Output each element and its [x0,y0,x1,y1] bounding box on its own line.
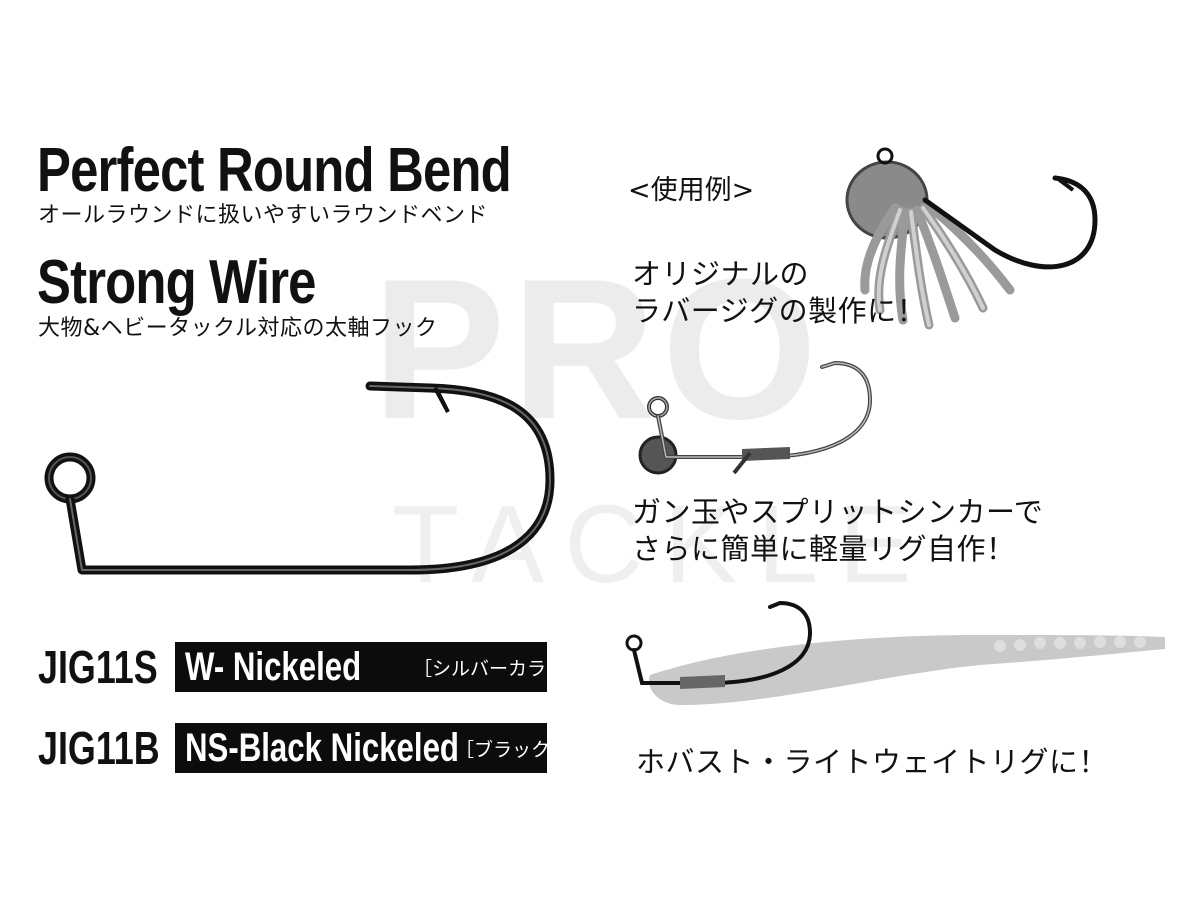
watermark-subtext: TACKLE [392,483,932,606]
rubber-jig-icon [845,147,1098,330]
feature-subtitle-strong-wire: 大物&ヘビータックル対応の太軸フック [38,316,438,341]
model-code-jig11s: JIG11S [38,641,158,693]
feature-title-round-bend: Perfect Round Bend [37,136,512,205]
jig-hook-icon [44,381,555,575]
finish-color-label: ［シルバーカラー］ [413,657,585,680]
caption-line: ホバスト・ライトウェイトリグに！ [636,745,1109,779]
usage-label: <使用例> [628,175,755,206]
usage-caption-split-shot: ガン玉やスプリットシンカーで さらに簡単に軽量リグ自作！ [632,494,1043,568]
caption-line: オリジナルの [632,257,810,291]
finish-color-label: ［ブラック］ [455,738,570,761]
watermark-brand: PRO [372,238,824,461]
finish-badge-nickeled: W- Nickeled ［シルバーカラー］ [175,642,584,692]
caption-line: さらに簡単に軽量リグ自作！ [632,532,1016,566]
caption-line: ガン玉やスプリットシンカーで [632,495,1044,529]
feature-title-strong-wire: Strong Wire [37,248,316,317]
finish-name: W- Nickeled [185,645,362,689]
model-code-jig11b: JIG11B [38,722,160,774]
split-shot-jighead-icon [638,360,873,475]
usage-caption-worm-rig: ホバスト・ライトウェイトリグに！ [636,744,1108,781]
usage-caption-rubber-jig: オリジナルの ラバージグの製作に！ [632,256,926,330]
finish-badge-black-nickeled: NS-Black Nickeled ［ブラック］ [175,723,569,773]
finish-name: NS-Black Nickeled [185,726,459,770]
soft-worm-rig-icon [625,600,1165,705]
feature-subtitle-round-bend: オールラウンドに扱いやすいラウンドベンド [38,203,489,228]
caption-line: ラバージグの製作に！ [632,294,927,328]
